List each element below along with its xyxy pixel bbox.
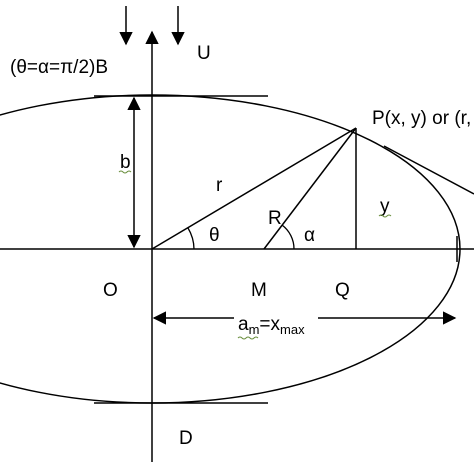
label-semi-major: am=xmax — [238, 314, 305, 337]
label-alpha: α — [304, 225, 315, 246]
label-M: M — [251, 280, 267, 301]
semi-major-eq-sub: max — [280, 322, 305, 337]
label-r: r — [216, 175, 223, 196]
label-U: U — [197, 43, 211, 64]
radius-R-line — [263, 127, 357, 250]
semi-major-main: a — [238, 314, 249, 335]
label-point-P: P(x, y) or (r, θ) — [372, 108, 474, 129]
tangent-at-P-line — [383, 145, 474, 195]
label-b: b — [120, 152, 131, 173]
angle-theta-arc — [187, 227, 195, 250]
angle-alpha-arc — [281, 224, 295, 250]
label-point-B: (θ=α=π/2)B — [10, 57, 108, 78]
label-b-squiggle — [118, 170, 132, 174]
semi-major-main-sub: m — [249, 322, 260, 337]
label-O: O — [103, 280, 118, 301]
label-R: R — [268, 208, 282, 229]
semi-major-eq: =x — [259, 314, 280, 335]
label-semi-major-squiggle — [237, 336, 259, 340]
label-y: y — [380, 196, 390, 217]
semi-major-label-backing — [234, 307, 318, 335]
label-theta: θ — [209, 225, 220, 246]
label-y-squiggle — [378, 214, 392, 218]
label-Q: Q — [335, 280, 350, 301]
label-D: D — [179, 428, 193, 449]
radius-r-line — [151, 127, 357, 250]
